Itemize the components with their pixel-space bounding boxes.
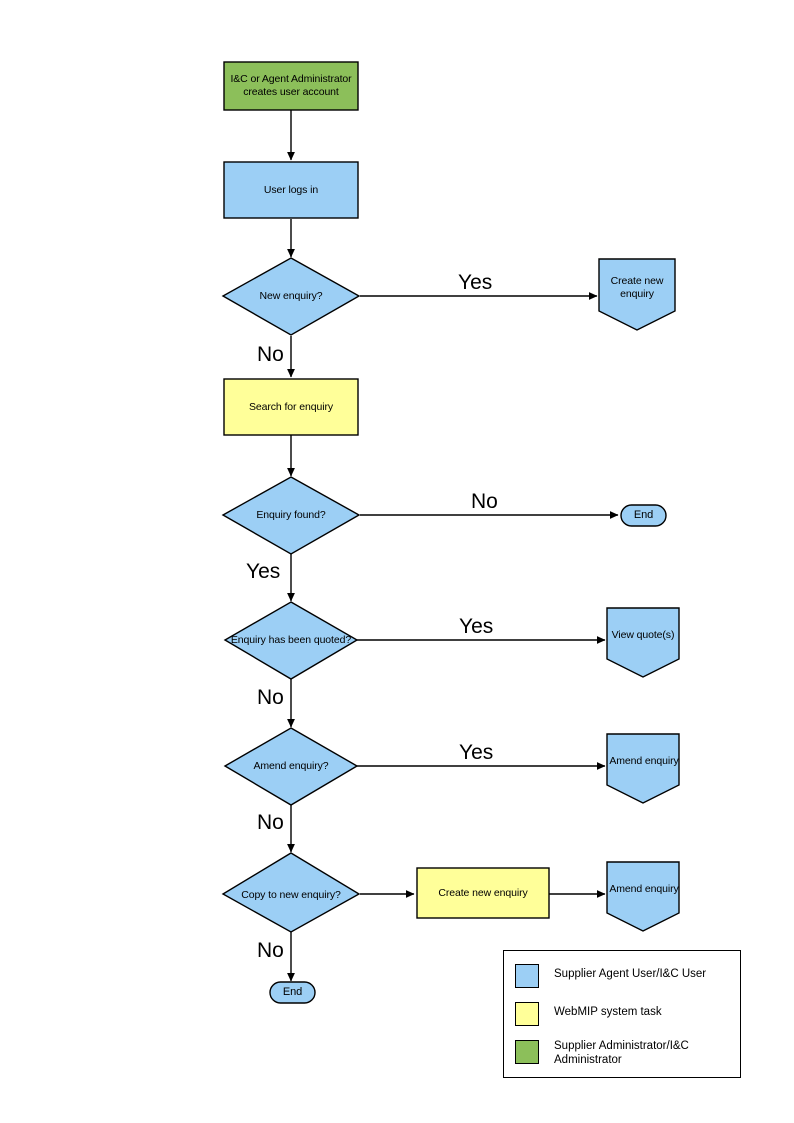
node-user-logs-in[interactable] bbox=[223, 161, 359, 219]
legend-swatch-blue bbox=[515, 964, 539, 988]
node-new-enquiry-decision[interactable] bbox=[221, 257, 361, 336]
edge-label-amend-no: No bbox=[257, 811, 284, 834]
legend-label-supplier-administrator: Supplier Administrator/I&C Administrator bbox=[554, 1040, 689, 1066]
node-amend-enquiry-action-2[interactable] bbox=[606, 861, 680, 932]
edge-label-copy-no: No bbox=[257, 939, 284, 962]
legend-item-supplier-agent-user: Supplier Agent User/I&C User bbox=[515, 964, 706, 988]
edge-label-enquiry-found-no: No bbox=[471, 490, 498, 513]
node-copy-to-new-decision[interactable] bbox=[221, 852, 361, 933]
legend: Supplier Agent User/I&C User WebMIP syst… bbox=[503, 950, 741, 1078]
edge-label-amend-yes: Yes bbox=[459, 741, 494, 764]
edge-label-new-enquiry-yes: Yes bbox=[458, 271, 493, 294]
edge-label-quoted-yes: Yes bbox=[459, 615, 494, 638]
edge-label-enquiry-found-yes: Yes bbox=[246, 560, 281, 583]
node-amend-enquiry-action[interactable] bbox=[606, 733, 680, 804]
legend-swatch-green bbox=[515, 1040, 539, 1064]
connectors bbox=[287, 110, 619, 982]
node-admin-creates-account[interactable] bbox=[223, 61, 359, 111]
node-end-bottom[interactable] bbox=[269, 981, 316, 1004]
node-create-new-enquiry-top[interactable] bbox=[598, 258, 676, 331]
node-view-quotes[interactable] bbox=[606, 607, 680, 678]
legend-swatch-yellow bbox=[515, 1002, 539, 1026]
edge-label-quoted-no: No bbox=[257, 686, 284, 709]
edge-label-new-enquiry-no: No bbox=[257, 343, 284, 366]
legend-item-supplier-administrator: Supplier Administrator/I&C Administrator bbox=[515, 1040, 740, 1067]
node-amend-enquiry-decision[interactable] bbox=[223, 727, 359, 806]
node-search-for-enquiry[interactable] bbox=[223, 378, 359, 436]
node-enquiry-quoted-decision[interactable] bbox=[223, 601, 359, 680]
legend-item-webmip-system-task: WebMIP system task bbox=[515, 1002, 662, 1026]
legend-label-supplier-agent-user: Supplier Agent User/I&C User bbox=[554, 968, 707, 980]
node-end-top[interactable] bbox=[620, 504, 667, 527]
legend-label-webmip-system-task: WebMIP system task bbox=[554, 1006, 662, 1018]
node-enquiry-found-decision[interactable] bbox=[221, 476, 361, 555]
node-create-new-enquiry-bottom[interactable] bbox=[416, 867, 550, 919]
